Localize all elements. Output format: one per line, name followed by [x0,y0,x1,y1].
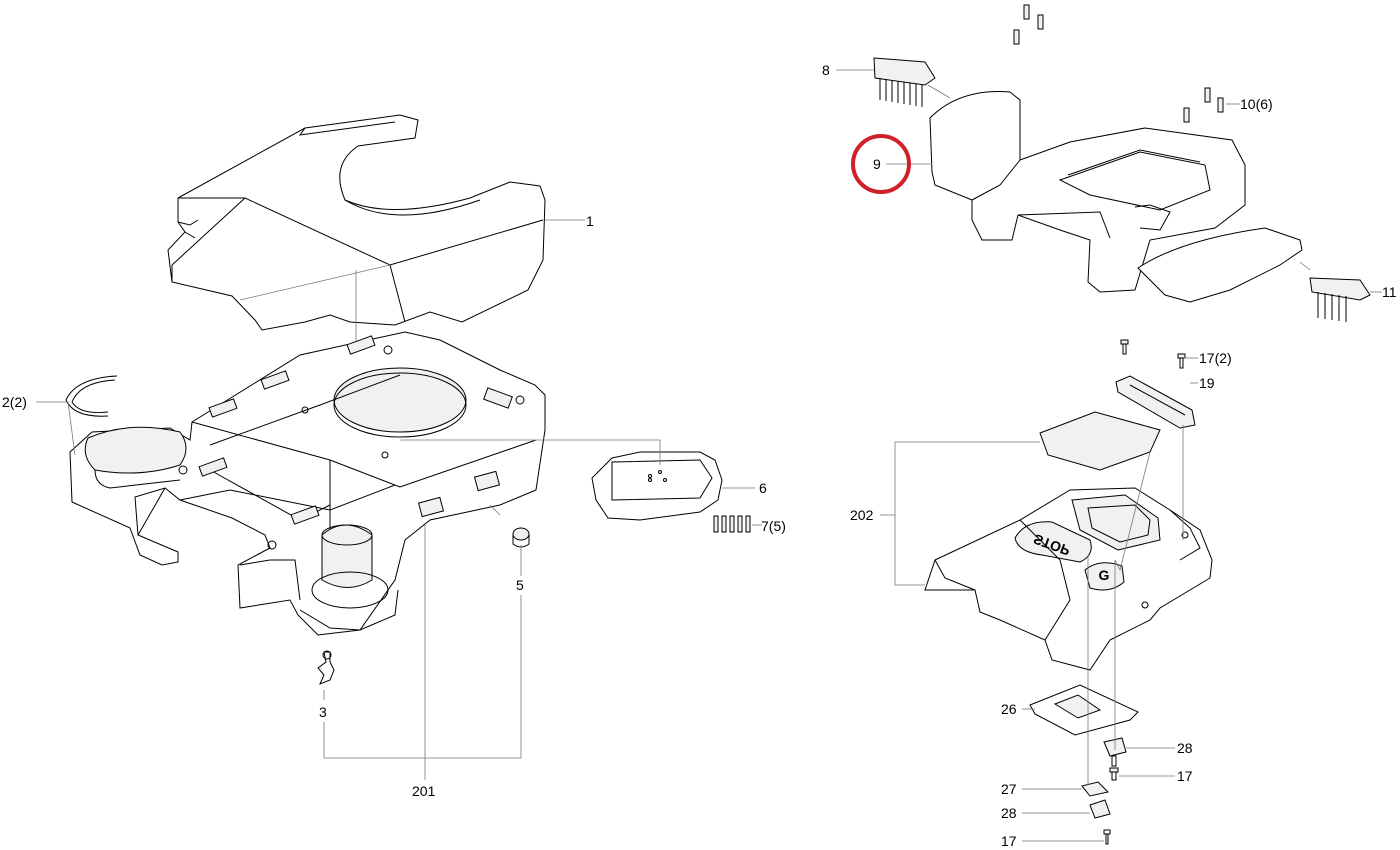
part-2-cable [71,379,116,413]
part-8-brush [873,57,936,107]
callout-17-mid[interactable]: 17 [1177,768,1193,784]
part-19-bracket [1115,375,1196,429]
go-button-shape [1084,562,1125,591]
callout-2[interactable]: 2(2) [2,394,27,410]
callout-7[interactable]: 7(5) [761,518,786,534]
screws-17-top [1120,339,1186,369]
callout-10[interactable]: 10(6) [1240,96,1273,112]
callout-17-top[interactable]: 17(2) [1199,350,1232,366]
callout-11[interactable]: 11 [1382,284,1397,300]
go-button-text: G [1099,567,1110,583]
part-9-top-frame [929,91,1246,293]
part-11-side-cover [1137,227,1371,322]
screws-top-group [1013,4,1224,123]
callout-201[interactable]: 201 [412,783,436,799]
callout-8[interactable]: 8 [822,62,830,78]
callout-6[interactable]: 6 [759,480,767,496]
callout-27[interactable]: 27 [1001,781,1017,797]
part-1-top-cover [167,114,546,331]
part-pad [1039,411,1161,471]
callout-19[interactable]: 19 [1199,375,1215,391]
part-3-clip [317,650,335,685]
part-201-base [69,331,546,636]
part-28-lower [1089,799,1111,845]
callout-28-lower[interactable]: 28 [1001,805,1017,821]
part-202-housing: STOP G [924,487,1213,671]
callout-17-bottom[interactable]: 17 [1001,833,1017,849]
callout-9[interactable]: 9 [873,156,881,172]
highlight-circle [851,134,911,194]
callout-26[interactable]: 26 [1001,701,1017,717]
part-6-plate [591,451,723,521]
part-5-knob [512,527,530,548]
callout-202[interactable]: 202 [850,507,874,523]
callout-3[interactable]: 3 [319,704,327,720]
part-27 [1081,781,1109,797]
callout-5[interactable]: 5 [516,577,524,593]
part-26-plate [1029,684,1139,736]
part-7-screws [713,515,751,533]
stop-button-shape [1014,521,1092,563]
callout-1[interactable]: 1 [586,213,594,229]
callout-28-upper[interactable]: 28 [1177,740,1193,756]
